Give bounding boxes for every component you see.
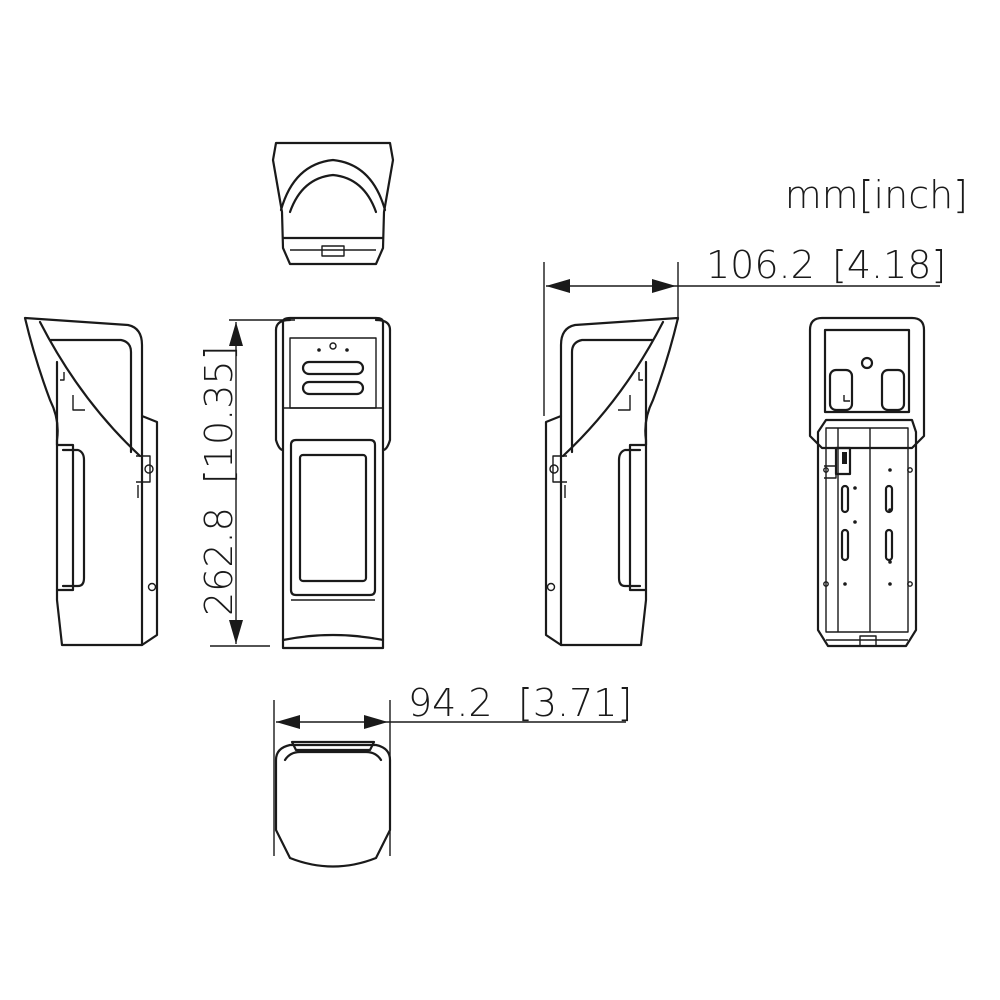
side-width-dimension: 106.2 [4.18] [543, 243, 946, 416]
side-width-mm: 106.2 [706, 243, 815, 287]
front-view [274, 316, 392, 650]
right-side-view [544, 316, 680, 647]
units-label: mm[inch] [785, 173, 968, 217]
bottom-view [274, 740, 392, 868]
front-width-mm: 94.2 [408, 681, 493, 725]
top-view [271, 141, 395, 266]
side-width-inch: [4.18] [832, 243, 946, 287]
height-dimension: 262.8 [10.35] [197, 319, 295, 647]
front-width-inch: [3.71] [518, 681, 632, 725]
left-side-view [23, 316, 159, 647]
height-mm: 262.8 [197, 507, 241, 616]
front-width-dimension: 94.2 [3.71] [273, 681, 632, 856]
rear-view [808, 316, 926, 648]
height-inch: [10.35] [197, 346, 241, 484]
